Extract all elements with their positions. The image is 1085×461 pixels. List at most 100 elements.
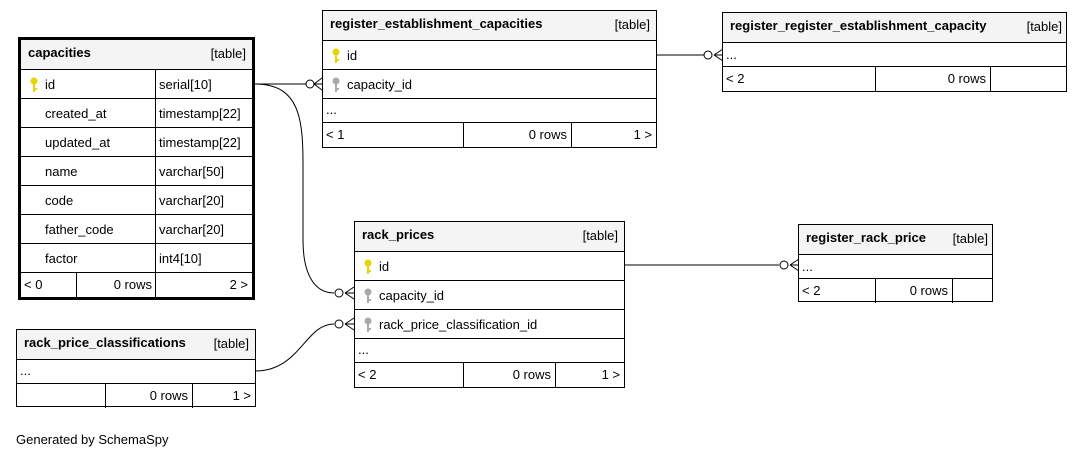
more-columns-row: ... [723,42,1066,66]
more-columns-row: ... [17,359,255,383]
table-register-establishment-capacities[interactable]: register_establishment_capacities [table… [322,10,657,148]
table-register-register-establishment-capacity[interactable]: register_register_establishment_capacity… [722,12,1067,92]
table-footer: < 1 0 rows 1 > [323,122,656,147]
relation-crowfoot [344,286,355,300]
ellipsis: ... [326,102,337,117]
children-count: 1 > [633,127,652,142]
column-name: capacity_id [379,288,445,303]
column-row[interactable]: created_at timestamp[22] [21,98,252,127]
table-header: capacities [table] [21,40,252,69]
parents-count: < 0 [24,277,43,292]
column-row[interactable]: name varchar[50] [21,156,252,185]
parents-cell[interactable]: < 2 [723,67,875,91]
parents-cell[interactable]: < 1 [323,123,463,147]
table-header: rack_prices [table] [355,222,624,251]
ellipsis: ... [802,259,813,274]
primary-key-icon [332,48,340,63]
column-name: rack_price_classification_id [379,317,538,332]
column-type: varchar[20] [155,215,224,243]
column-row[interactable]: rack_price_classification_id [355,309,624,338]
table-rack-price-classifications[interactable]: rack_price_classifications [table] ... 0… [16,329,256,408]
more-columns-row: ... [323,98,656,122]
column-type: varchar[20] [155,186,224,214]
parents-cell[interactable]: < 0 [21,273,76,297]
children-cell[interactable]: 1 > [555,363,624,387]
column-type: serial[10] [155,70,212,98]
table-name[interactable]: rack_price_classifications [24,335,186,350]
row-count: 0 rows [113,277,152,292]
table-type: [table] [1026,19,1062,34]
relation-optional-marker [334,319,344,329]
children-count: 1 > [232,388,251,403]
column-name: code [45,193,74,208]
column-name: id [347,48,358,63]
more-columns-row: ... [355,338,624,362]
rows-cell: 0 rows [76,273,155,297]
column-type: int4[10] [155,244,202,272]
row-count: 0 rows [947,71,986,86]
foreign-key-icon [364,317,372,332]
table-header: register_rack_price [table] [799,225,992,254]
rows-cell: 0 rows [463,363,555,387]
foreign-key-icon [332,77,340,92]
column-row[interactable]: capacity_id [355,280,624,309]
ellipsis: ... [726,47,737,62]
ellipsis: ... [20,363,31,378]
primary-key-icon [364,259,372,274]
parents-count: < 2 [358,367,377,382]
children-cell[interactable]: 1 > [571,123,656,147]
parents-count: < 2 [802,283,821,298]
column-type: timestamp[22] [155,99,241,127]
column-name: created_at [45,106,107,121]
table-name[interactable]: register_establishment_capacities [330,16,543,31]
column-type: varchar[50] [155,157,224,185]
table-register-rack-price[interactable]: register_rack_price [table] ... < 2 0 ro… [798,224,993,303]
rows-cell: 0 rows [105,384,192,408]
table-type: [table] [582,228,618,243]
rows-cell: 0 rows [875,279,952,303]
column-row[interactable]: capacity_id [323,69,656,98]
table-type: [table] [614,17,650,32]
parents-cell [17,384,105,408]
relation-optional-marker [703,50,713,60]
column-name: capacity_id [347,77,413,92]
column-type: timestamp[22] [155,128,241,156]
column-name: updated_at [45,135,111,150]
foreign-key-icon [364,288,372,303]
table-name[interactable]: register_rack_price [806,230,926,245]
column-row[interactable]: factor int4[10] [21,243,252,272]
table-capacities[interactable]: capacities [table] id serial[10] created… [18,37,255,300]
parents-cell[interactable]: < 2 [799,279,875,303]
row-count: 0 rows [149,388,188,403]
row-count: 0 rows [909,283,948,298]
column-row[interactable]: father_code varchar[20] [21,214,252,243]
table-footer: < 2 0 rows 1 > [355,362,624,387]
column-row[interactable]: id [323,40,656,69]
relation-classifications-to-rack-prices [254,323,335,372]
column-row[interactable]: id serial[10] [21,69,252,98]
table-type: [table] [952,231,988,246]
table-type: [table] [213,336,249,351]
column-row[interactable]: updated_at timestamp[22] [21,127,252,156]
relation-crowfoot [313,77,323,91]
relation-optional-marker [779,260,789,270]
column-name: father_code [45,222,114,237]
rows-cell: 0 rows [875,67,990,91]
table-name[interactable]: rack_prices [362,227,435,242]
relation-crowfoot [713,48,724,62]
relation-optional-marker [334,288,344,298]
parents-cell[interactable]: < 2 [355,363,463,387]
table-name[interactable]: capacities [28,45,91,60]
children-cell [990,67,1066,91]
row-count: 0 rows [512,367,551,382]
children-cell[interactable]: 2 > [155,273,252,297]
generated-by-credit: Generated by SchemaSpy [16,432,169,447]
primary-key-icon [30,77,38,92]
children-count: 1 > [601,367,620,382]
table-name[interactable]: register_register_establishment_capacity [730,18,987,33]
column-name: id [45,77,56,92]
children-cell[interactable]: 1 > [192,384,255,408]
column-row[interactable]: code varchar[20] [21,185,252,214]
table-rack-prices[interactable]: rack_prices [table] id capacity_id rack_… [354,221,625,388]
column-row[interactable]: id [355,251,624,280]
